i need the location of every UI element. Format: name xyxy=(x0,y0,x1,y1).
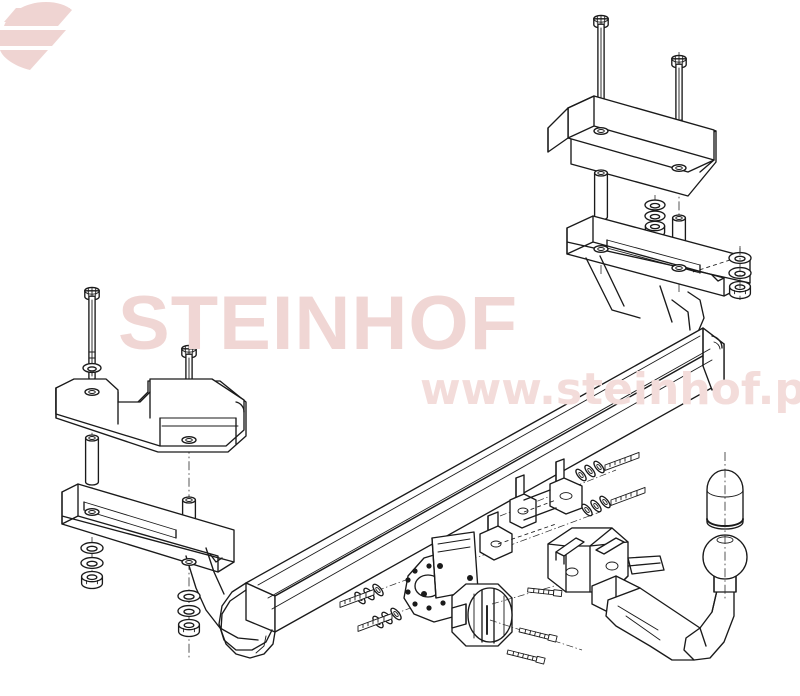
flat-washer xyxy=(671,164,687,172)
right-mounting-plate-upper xyxy=(547,95,717,197)
flat-washer xyxy=(84,388,100,396)
machine-screw xyxy=(489,577,583,665)
coupling-block xyxy=(547,527,665,593)
electrical-socket xyxy=(451,583,513,647)
tow-ball-neck xyxy=(591,565,737,661)
centerline xyxy=(91,288,190,660)
flat-washer xyxy=(671,264,687,272)
flat-washer xyxy=(593,127,609,135)
flat-washer xyxy=(181,436,197,444)
hex-nut xyxy=(80,541,104,590)
spacer-sleeve xyxy=(84,434,100,486)
flat-washer xyxy=(181,558,197,566)
flat-washer xyxy=(593,245,609,253)
left-bracket-assembly xyxy=(55,286,259,660)
bolt xyxy=(604,451,640,471)
bracket-tab xyxy=(479,511,557,561)
center-hardware-group xyxy=(339,451,748,665)
flat-washer xyxy=(84,508,100,516)
hex-nut xyxy=(177,589,201,638)
left-mounting-plate-upper xyxy=(55,378,247,453)
spacer-sleeve xyxy=(593,169,609,221)
flat-washer xyxy=(644,199,666,238)
main-crossbeam xyxy=(218,291,725,659)
left-mounting-plate-lower xyxy=(61,483,259,641)
bolt xyxy=(610,486,646,506)
right-mounting-plate-lower xyxy=(566,215,751,297)
flat-washer xyxy=(82,362,102,374)
right-bracket-assembly xyxy=(547,14,752,323)
